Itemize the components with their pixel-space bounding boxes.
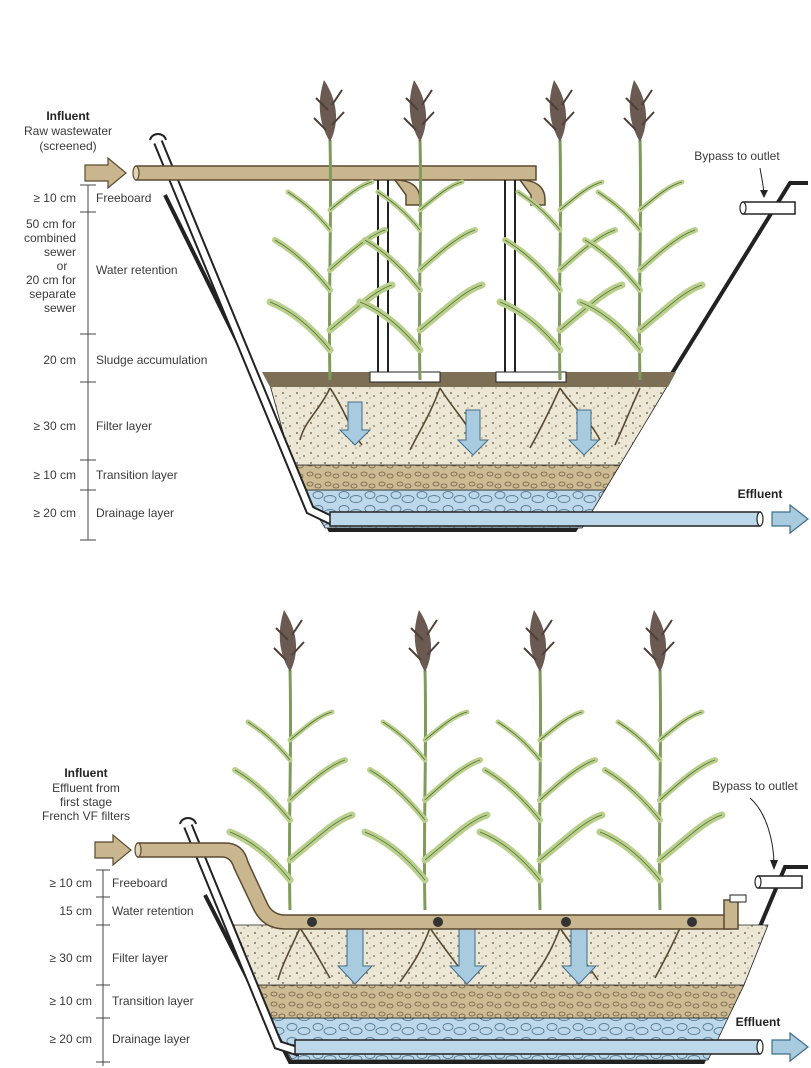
stage1-dimension-scale [80,185,96,540]
stage2-dim-drainage: ≥ 20 cm [49,1032,92,1046]
stage2-influent-desc-2: first stage [60,795,112,809]
stage1-dim-retention-2: combined [24,231,76,245]
stage2-influent-desc-1: Effluent from [52,781,120,795]
stage1-layer-drainage: Drainage layer [96,506,174,520]
stage1-dim-retention-3: sewer [44,245,76,259]
stage2-layer-filter: Filter layer [112,951,168,965]
stage2-effluent-label: Effluent [736,1015,781,1029]
stage2-influent-desc-3: French VF filters [42,809,130,823]
stage2-dim-retention: 15 cm [59,904,92,918]
stage1-dim-retention-1: 50 cm for [26,217,76,231]
stage1-dim-drainage: ≥ 20 cm [33,506,76,520]
stage2-layer-retention: Water retention [112,904,194,918]
stage1-influent-title: Influent [46,109,89,123]
stage2-dimension-scale [96,870,110,1066]
stage1-dim-retention-7: sewer [44,301,76,315]
stage2-filter [95,610,808,1062]
stage2-bypass-label: Bypass to outlet [712,779,798,793]
stage1-dim-retention-4: or [57,259,68,273]
stage1-layer-transition: Transition layer [96,468,178,482]
stage1-dim-filter: ≥ 30 cm [33,419,76,433]
stage1-dim-retention-6: separate [29,287,76,301]
stage2-dim-transition: ≥ 10 cm [49,994,92,1008]
stage2-layer-transition: Transition layer [112,994,194,1008]
stage1-dim-sludge: 20 cm [43,353,76,367]
stage1-layer-sludge: Sludge accumulation [96,353,207,367]
stage2-layer-freeboard: Freeboard [112,876,167,890]
stage2-layer-drainage: Drainage layer [112,1032,190,1046]
stage1-effluent-label: Effluent [738,487,783,501]
stage1-bypass-label: Bypass to outlet [694,149,780,163]
stage1-dim-retention-5: 20 cm for [26,273,76,287]
stage2-dim-filter: ≥ 30 cm [49,951,92,965]
stage1-influent-desc-1: Raw wastewater [24,124,112,138]
stage2-dim-freeboard: ≥ 10 cm [49,876,92,890]
stage1-influent-desc-2: (screened) [39,139,96,153]
stage1-dim-freeboard: ≥ 10 cm [33,191,76,205]
stage1-layer-filter: Filter layer [96,419,152,433]
stage1-dim-transition: ≥ 10 cm [33,468,76,482]
stage2-influent-title: Influent [64,766,107,780]
stage1-filter [85,80,808,533]
stage1-layer-retention: Water retention [96,263,178,277]
stage1-layer-freeboard: Freeboard [96,191,151,205]
